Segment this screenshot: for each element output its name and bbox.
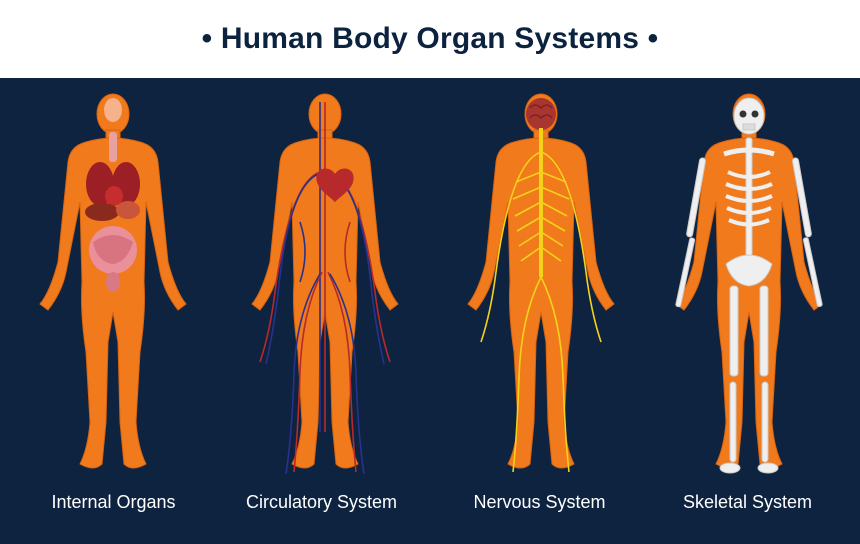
organs-group <box>85 98 140 292</box>
brain-icon <box>526 98 556 130</box>
header: • Human Body Organ Systems • <box>0 0 860 78</box>
circulatory-system-figure <box>240 92 410 482</box>
skeleton-group <box>675 97 823 474</box>
skull-icon <box>733 97 765 135</box>
internal-organs-illustration <box>39 93 187 469</box>
internal-organs-figure <box>28 92 198 482</box>
nervous-system-figure <box>456 92 626 482</box>
caption-skeletal-system: Skeletal System <box>682 492 813 512</box>
circulatory-illustration <box>251 93 399 475</box>
skeletal-illustration <box>675 93 823 474</box>
skeletal-system-figure <box>664 92 834 482</box>
caption-internal-organs: Internal Organs <box>51 492 176 512</box>
vessels-group <box>259 102 391 475</box>
heart-icon <box>316 168 354 202</box>
nerves-group <box>480 128 602 473</box>
nervous-illustration <box>467 93 615 473</box>
caption-circulatory-system: Circulatory System <box>245 492 398 512</box>
page-title: • Human Body Organ Systems • <box>201 22 659 55</box>
caption-nervous-system: Nervous System <box>473 492 606 512</box>
